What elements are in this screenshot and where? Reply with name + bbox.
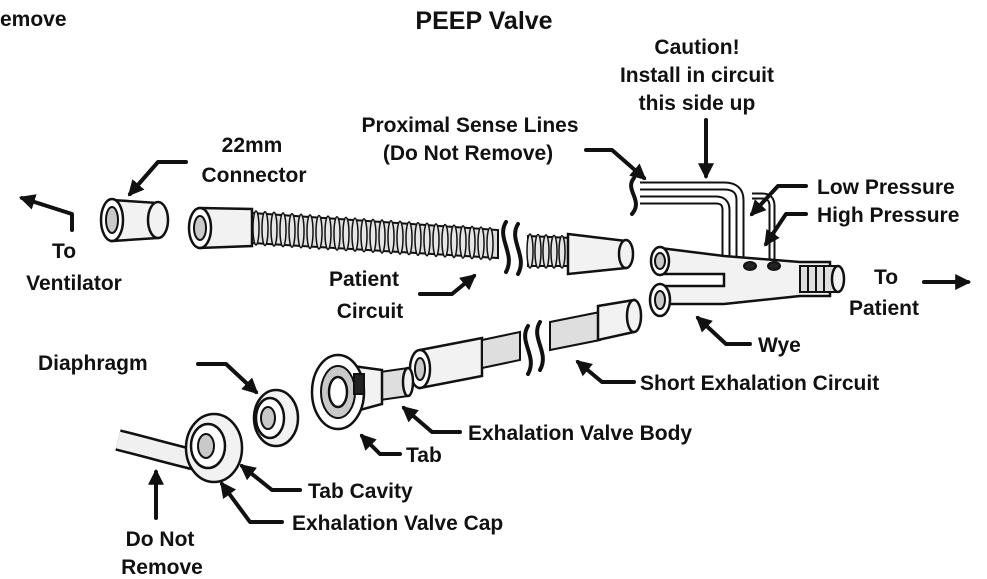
to-ventilator-label-line1: To — [52, 240, 76, 263]
patient-circuit-label-line2: Circuit — [337, 300, 404, 323]
break-mark — [503, 222, 509, 272]
proximal-sense-lines-label-line1: Proximal Sense Lines — [361, 114, 578, 137]
diaphragm-part — [254, 390, 298, 446]
exhalation-valve-body-part — [312, 355, 413, 429]
exhalation-valve-cap-part — [118, 414, 242, 482]
hose-ribs — [527, 234, 565, 268]
exhalation-valve-body-label: Exhalation Valve Body — [468, 422, 692, 445]
to-ventilator-label-line2: Ventilator — [26, 272, 122, 295]
short-exhalation-circuit-label: Short Exhalation Circuit — [640, 372, 879, 395]
caution-label-line2: Install in circuit — [620, 64, 774, 87]
short-exhalation-circuit-part — [410, 300, 641, 388]
wye-label: Wye — [758, 334, 801, 357]
break-mark — [631, 178, 636, 214]
hose-ribs — [253, 211, 493, 260]
high-pressure-label: High Pressure — [817, 204, 959, 227]
caution-label-line3: this side up — [639, 92, 756, 115]
connector-label-line1: 22mm — [222, 134, 283, 157]
corner-fragment-label: emove — [0, 8, 67, 31]
wye-part — [650, 247, 844, 316]
exhalation-valve-cap-label: Exhalation Valve Cap — [292, 512, 503, 535]
diagram-title: PEEP Valve — [415, 7, 552, 35]
do-not-remove-label-line1: Do Not — [126, 528, 195, 551]
proximal-sense-lines-label-line2: (Do Not Remove) — [383, 142, 553, 165]
patient-circuit-label-line1: Patient — [329, 268, 399, 291]
tab-label: Tab — [406, 444, 442, 467]
diaphragm-label: Diaphragm — [38, 352, 148, 375]
connector-22mm-part — [101, 199, 168, 241]
connector-label-line2: Connector — [202, 164, 307, 187]
low-pressure-label: Low Pressure — [817, 176, 955, 199]
to-patient-label-line1: To — [874, 266, 898, 289]
to-patient-label-line2: Patient — [849, 297, 919, 320]
break-mark — [515, 224, 521, 274]
caution-label-line1: Caution! — [654, 36, 739, 59]
patient-circuit-end — [527, 234, 633, 274]
tab-cavity-label: Tab Cavity — [308, 480, 413, 503]
do-not-remove-label-line2: Remove — [121, 556, 203, 579]
patient-circuit-hose — [189, 208, 498, 260]
